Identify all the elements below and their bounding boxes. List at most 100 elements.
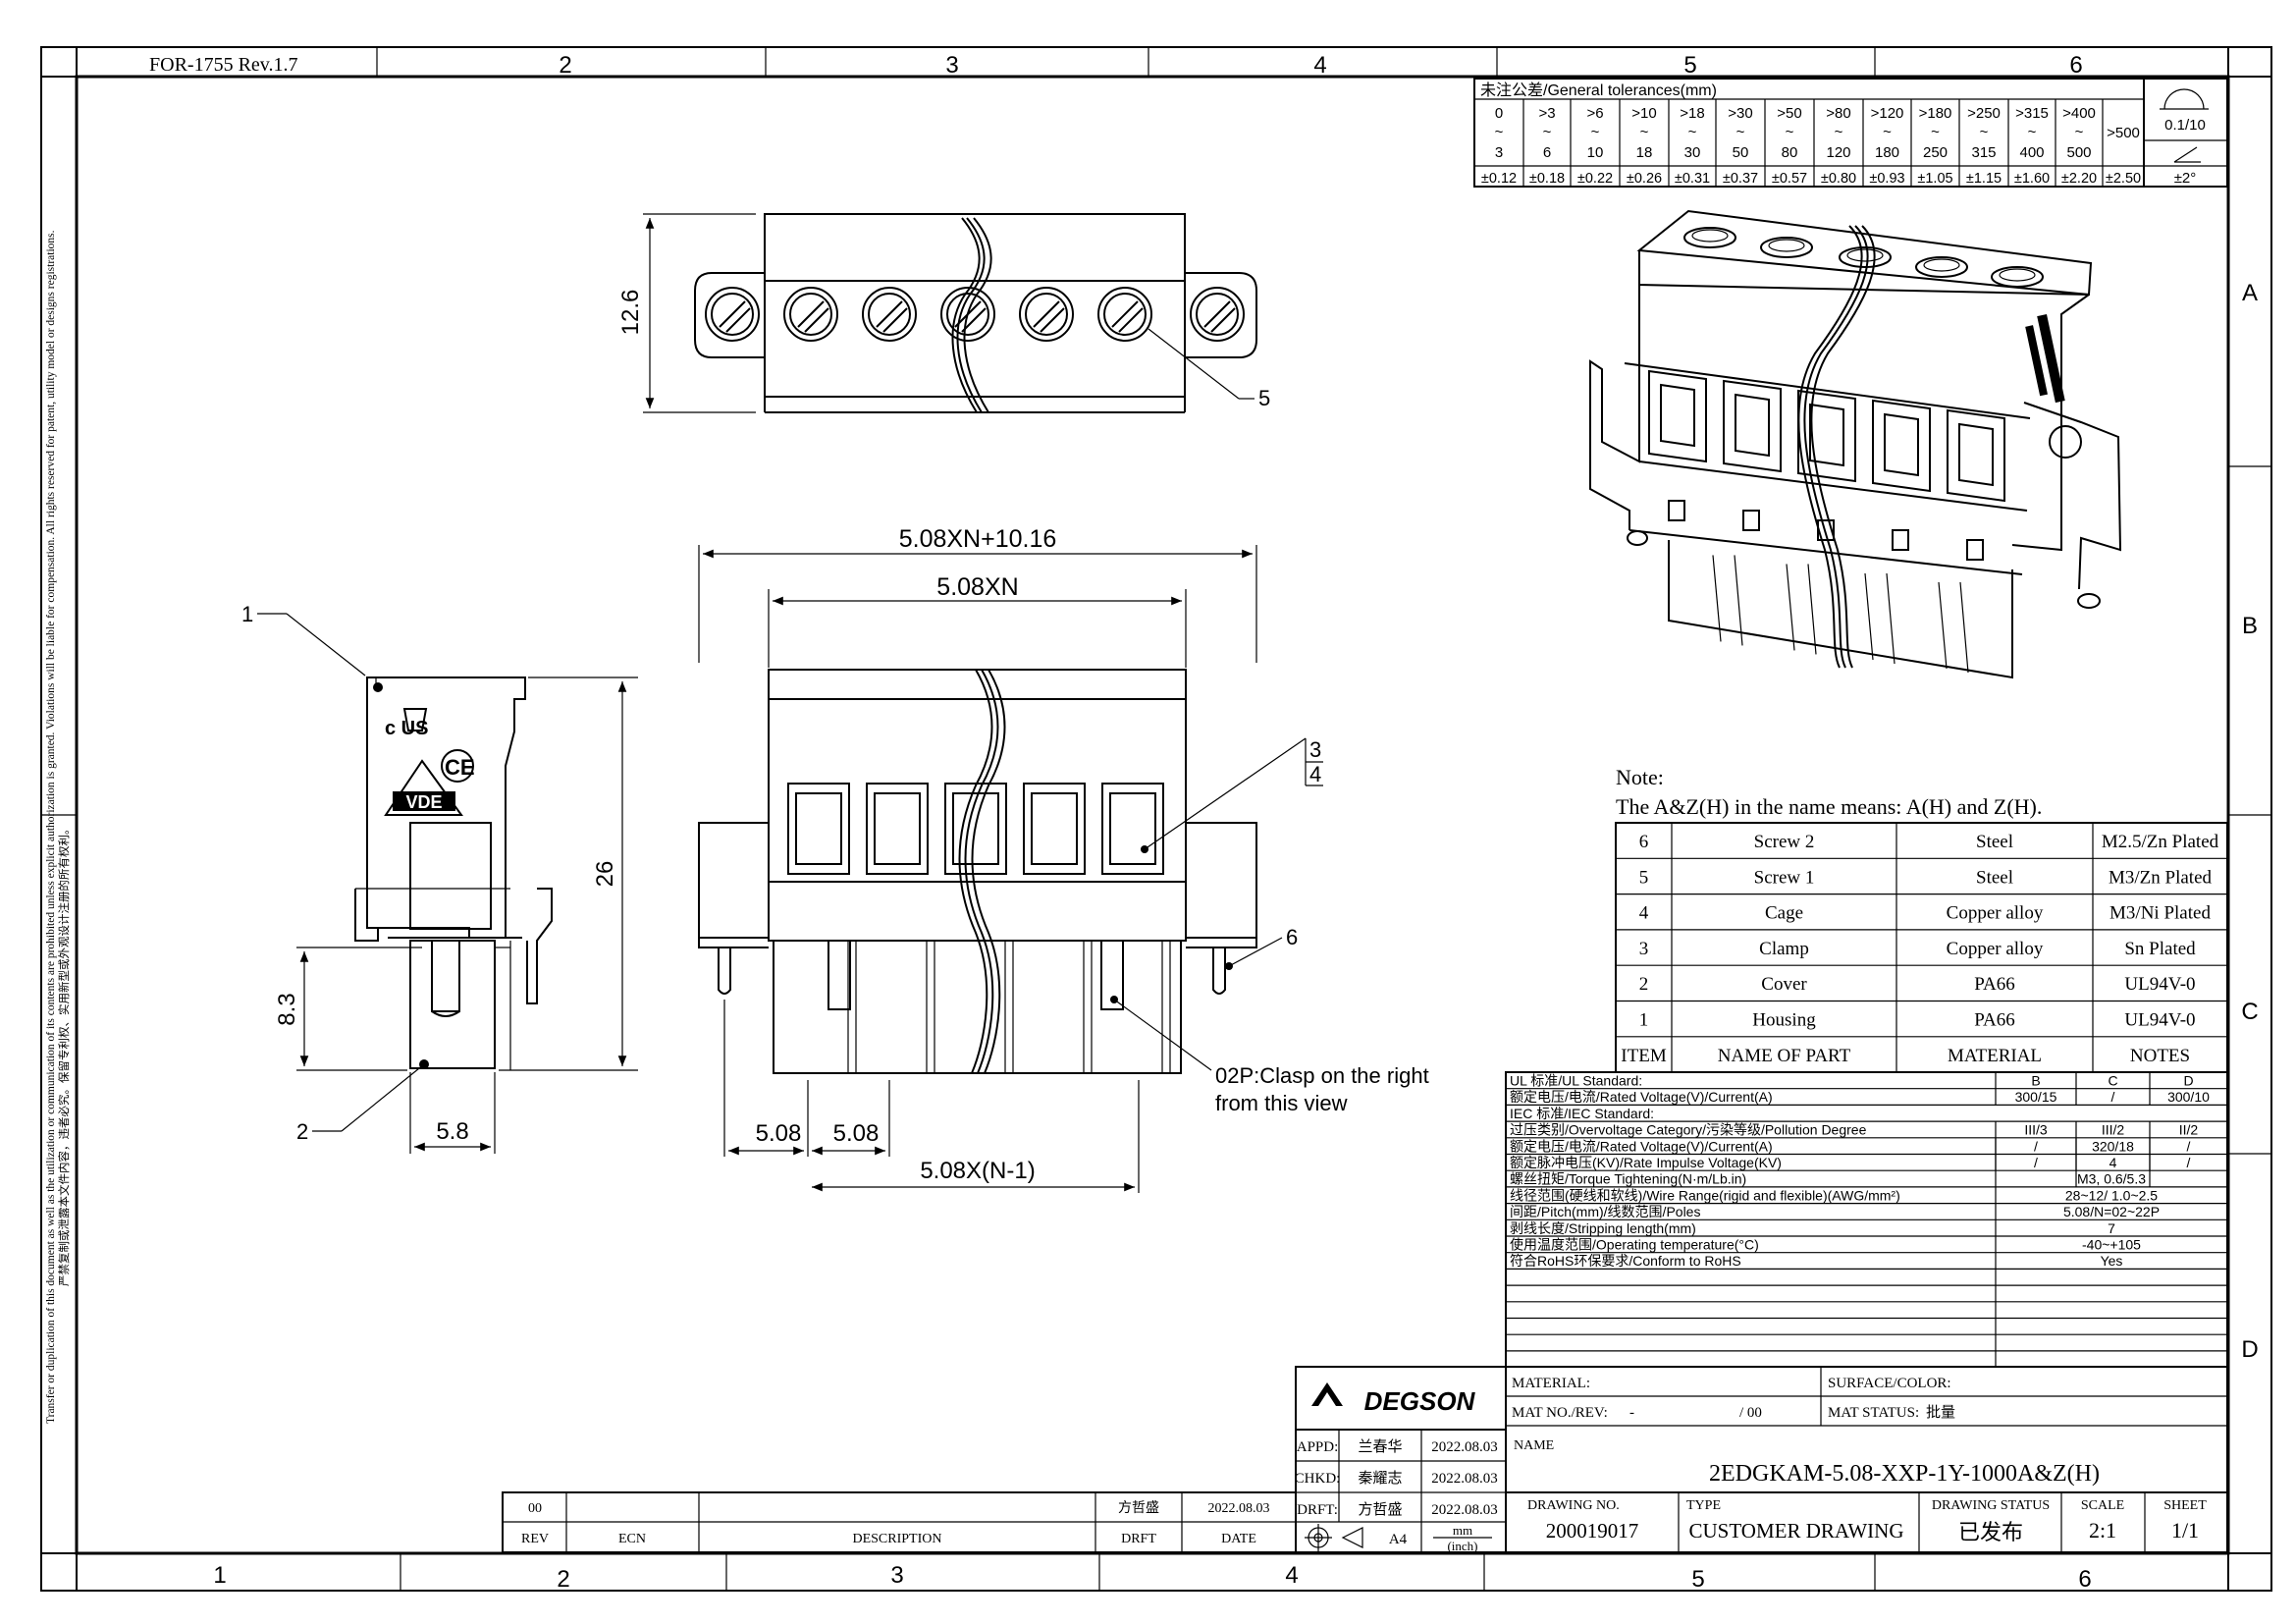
dim-top-height: 12.6 bbox=[617, 213, 756, 413]
svg-text:M2.5/Zn Plated: M2.5/Zn Plated bbox=[2102, 832, 2219, 852]
svg-text:6: 6 bbox=[2069, 52, 2082, 79]
svg-text:MATERIAL: MATERIAL bbox=[1948, 1046, 2042, 1066]
surface-label: SURFACE/COLOR: bbox=[1828, 1376, 1951, 1391]
svg-text:400: 400 bbox=[2019, 144, 2044, 161]
svg-text:>500: >500 bbox=[2107, 125, 2140, 141]
svg-text:±1.15: ±1.15 bbox=[1966, 171, 2002, 187]
svg-text:ITEM: ITEM bbox=[1621, 1046, 1667, 1066]
front-view bbox=[698, 545, 1323, 1074]
svg-text:剥线长度/Stripping length(mm): 剥线长度/Stripping length(mm) bbox=[1510, 1220, 1696, 1236]
svg-text:NAME OF PART: NAME OF PART bbox=[1718, 1046, 1851, 1066]
svg-text:3: 3 bbox=[1639, 939, 1649, 959]
svg-text:50: 50 bbox=[1733, 144, 1749, 161]
svg-text:1: 1 bbox=[1639, 1010, 1649, 1031]
svg-text:Sn Plated: Sn Plated bbox=[2124, 939, 2196, 959]
status-value: 已发布 bbox=[1958, 1520, 2023, 1544]
column-label-bottom-3: 3 bbox=[890, 1562, 903, 1589]
row-label-d: D bbox=[2241, 1336, 2258, 1363]
svg-text:6: 6 bbox=[1543, 144, 1551, 161]
svg-text:±0.93: ±0.93 bbox=[1869, 171, 1904, 187]
svg-text:Cover: Cover bbox=[1761, 974, 1807, 995]
revision-block: 00 方哲盛 2022.08.03 REV ECN DESCRIPTION DR… bbox=[502, 1491, 1297, 1553]
svg-text:C: C bbox=[2108, 1073, 2117, 1089]
svg-text:~: ~ bbox=[1786, 124, 1794, 140]
svg-text:Copper alloy: Copper alloy bbox=[1947, 903, 2044, 924]
callout-4: 4 bbox=[1309, 762, 1321, 786]
column-label-bottom-6: 6 bbox=[2078, 1566, 2091, 1593]
svg-text:Steel: Steel bbox=[1976, 867, 2013, 888]
svg-text:B: B bbox=[2031, 1073, 2040, 1089]
svg-text:>180: >180 bbox=[1919, 105, 1952, 122]
svg-text:5.08XN+10.16: 5.08XN+10.16 bbox=[899, 525, 1057, 553]
svg-text:>3: >3 bbox=[1538, 105, 1555, 122]
svg-text:5.08: 5.08 bbox=[833, 1120, 880, 1147]
svg-text:兰春华: 兰春华 bbox=[1358, 1438, 1402, 1455]
svg-text:120: 120 bbox=[1826, 144, 1850, 161]
column-label-top-5: 6 bbox=[2069, 52, 2082, 79]
revision-header-drft: DRFT bbox=[1121, 1532, 1156, 1546]
drawing-no-label: DRAWING NO. bbox=[1527, 1498, 1620, 1513]
dim-overall-width: 5.08XN+10.16 bbox=[703, 525, 1253, 559]
svg-text:线径范围(硬线和软线)/Wire Range(rigid a: 线径范围(硬线和软线)/Wire Range(rigid and flexibl… bbox=[1510, 1187, 1900, 1203]
svg-text:Screw 1: Screw 1 bbox=[1754, 867, 1815, 888]
revision-header-rev: REV bbox=[521, 1532, 549, 1546]
svg-text:>400: >400 bbox=[2062, 105, 2096, 122]
svg-text:180: 180 bbox=[1875, 144, 1899, 161]
svg-text:3: 3 bbox=[1495, 144, 1503, 161]
svg-text:Yes: Yes bbox=[2101, 1253, 2123, 1269]
svg-text:~: ~ bbox=[2075, 124, 2084, 140]
svg-text:300/15: 300/15 bbox=[2015, 1089, 2057, 1105]
svg-text:II/2: II/2 bbox=[2179, 1122, 2199, 1138]
svg-text:±1.60: ±1.60 bbox=[2014, 171, 2050, 187]
svg-text:~: ~ bbox=[1931, 124, 1940, 140]
mat-no-label: MAT NO./REV: bbox=[1512, 1405, 1608, 1421]
svg-text:PA66: PA66 bbox=[1974, 1010, 2015, 1031]
svg-text:>6: >6 bbox=[1586, 105, 1603, 122]
svg-text:M3/Ni Plated: M3/Ni Plated bbox=[2109, 903, 2211, 924]
svg-text:2: 2 bbox=[559, 52, 571, 79]
svg-text:500: 500 bbox=[2066, 144, 2091, 161]
column-label-top-2: 3 bbox=[945, 52, 958, 79]
type-label: TYPE bbox=[1686, 1498, 1721, 1513]
svg-text:DEGSON: DEGSON bbox=[1364, 1386, 1476, 1416]
sheet-label: SHEET bbox=[2163, 1498, 2207, 1513]
svg-text:320/18: 320/18 bbox=[2092, 1138, 2134, 1154]
svg-text:>80: >80 bbox=[1826, 105, 1850, 122]
svg-text:/: / bbox=[2187, 1155, 2191, 1170]
dim-pitches: 5.08 5.08 5.08X(N-1) bbox=[723, 1000, 1140, 1193]
svg-text:2: 2 bbox=[1639, 974, 1649, 995]
svg-text:~: ~ bbox=[1883, 124, 1892, 140]
mat-status-value: 批量 bbox=[1926, 1404, 1955, 1421]
type-value: CUSTOMER DRAWING bbox=[1688, 1519, 1903, 1543]
part-name: 2EDGKAM-5.08-XXP-1Y-1000A&Z(H) bbox=[1709, 1461, 2100, 1487]
svg-text:NOTES: NOTES bbox=[2130, 1046, 2190, 1066]
svg-text:~: ~ bbox=[1591, 124, 1600, 140]
svg-text:5.8: 5.8 bbox=[436, 1118, 468, 1145]
revision-rev: 00 bbox=[528, 1501, 542, 1516]
svg-text:螺丝扭矩/Torque Tightening(N·m/Lb.: 螺丝扭矩/Torque Tightening(N·m/Lb.in) bbox=[1510, 1171, 1746, 1187]
svg-text:间距/Pitch(mm)/线数范围/Poles: 间距/Pitch(mm)/线数范围/Poles bbox=[1510, 1204, 1700, 1219]
svg-text:III/3: III/3 bbox=[2024, 1122, 2048, 1138]
dim-side-height: 26 bbox=[499, 677, 638, 1071]
unit-inch: (inch) bbox=[1447, 1539, 1477, 1553]
svg-text:~: ~ bbox=[1543, 124, 1552, 140]
svg-text:±0.31: ±0.31 bbox=[1675, 171, 1710, 187]
svg-text:IEC 标准/IEC Standard:: IEC 标准/IEC Standard: bbox=[1510, 1106, 1654, 1121]
svg-text:/: / bbox=[2187, 1138, 2191, 1154]
svg-text:CHKD:: CHKD: bbox=[1295, 1471, 1341, 1487]
column-label-top-1: 2 bbox=[559, 52, 571, 79]
note-text: The A&Z(H) in the name means: A(H) and Z… bbox=[1616, 794, 2042, 819]
svg-text:5: 5 bbox=[1683, 52, 1696, 79]
projection-symbol bbox=[1305, 1524, 1363, 1551]
svg-text:使用温度范围/Operating temperature(°: 使用温度范围/Operating temperature(°C) bbox=[1510, 1237, 1759, 1253]
top-view bbox=[694, 213, 1257, 413]
svg-text:±0.26: ±0.26 bbox=[1627, 171, 1662, 187]
dim-side-width: 5.8 bbox=[409, 1072, 496, 1154]
svg-text:~: ~ bbox=[2028, 124, 2037, 140]
svg-text:5.08XN: 5.08XN bbox=[936, 573, 1018, 601]
svg-text:>30: >30 bbox=[1728, 105, 1752, 122]
svg-text:4: 4 bbox=[1639, 903, 1649, 924]
svg-text:额定电压/电流/Rated Voltage(V)/Curre: 额定电压/电流/Rated Voltage(V)/Current(A) bbox=[1510, 1089, 1773, 1105]
